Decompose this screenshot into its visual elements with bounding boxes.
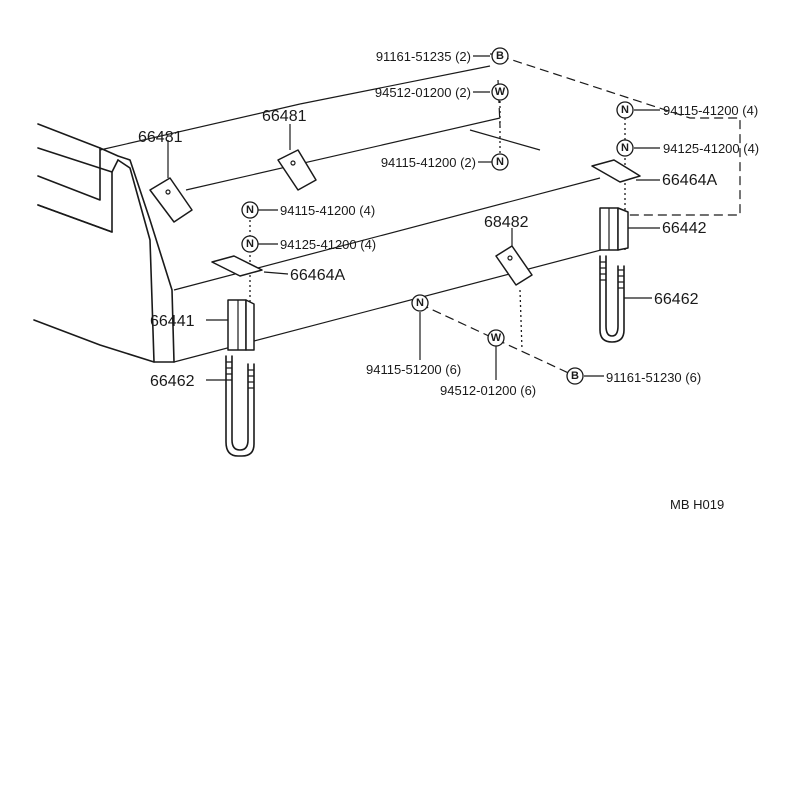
svg-text:W: W [491,332,502,344]
diagram-code: MB H019 [670,497,724,512]
label-66441: 66441 [150,313,195,330]
block-66442 [599,207,629,251]
nut-symbol-lower: N [411,294,429,312]
label-washer-nut-right: 94125-41200 (4) [663,141,759,156]
u-bolt-66462-left [225,355,255,457]
bracket-68482 [495,245,533,286]
washer-symbol-top: W [491,83,509,101]
label-66464A-left: 66464A [290,267,345,284]
nut-symbol-left-upper: N [241,201,259,219]
svg-text:N: N [246,238,254,250]
svg-text:N: N [416,297,424,309]
label-66464A-right: 66464A [662,172,717,189]
nut-symbol-right-upper: N [616,101,634,119]
label-leaders [167,55,660,381]
svg-text:B: B [571,370,579,382]
label-66481-left: 66481 [138,129,183,146]
nut-symbol-top-center: N [491,153,509,171]
svg-text:N: N [621,142,629,154]
washer-symbol-lower: W [487,329,505,347]
bolt-symbol-lower: B [566,367,584,385]
label-66462-right: 66462 [654,291,699,308]
block-66441 [227,299,255,351]
bolt-symbol-top: B [491,47,509,65]
label-washer-lower: 94512-01200 (6) [440,383,536,398]
label-nut-right-upper: 94115-41200 (4) [663,103,758,118]
label-68482: 68482 [484,214,529,231]
label-nut-lower: 94115-51200 (6) [366,362,461,377]
plate-66464A-right [591,159,641,183]
label-66462-left: 66462 [150,373,195,390]
nut-symbol-left-lower: N [241,235,259,253]
label-66442: 66442 [662,220,707,237]
svg-text:W: W [495,86,506,98]
bracket-66481-right [277,149,317,191]
label-washer-top: 94512-01200 (2) [375,85,471,100]
label-66481-right: 66481 [262,108,307,125]
plate-66464A-left [211,255,263,277]
label-bolt-top: 91161-51235 (2) [376,49,471,64]
u-bolt-66462-right [599,255,625,343]
label-nut-top-center: 94115-41200 (2) [381,155,476,170]
svg-text:N: N [246,204,254,216]
label-nut-left-upper: 94115-41200 (4) [280,203,375,218]
truck-bed-outline [33,65,621,363]
nut-symbol-right-lower: N [616,139,634,157]
svg-text:B: B [496,50,504,62]
svg-text:N: N [496,156,504,168]
label-bolt-lower: 91161-51230 (6) [606,370,701,385]
svg-text:N: N [621,104,629,116]
bracket-66481-left [149,177,193,223]
label-washer-nut-left: 94125-41200 (4) [280,237,376,252]
